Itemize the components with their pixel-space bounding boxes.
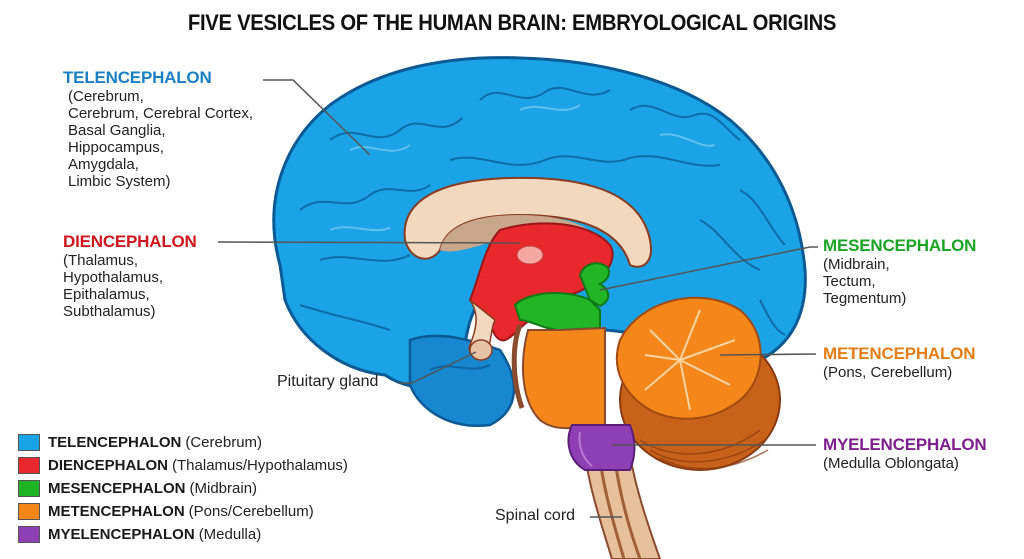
myelencephalon-region xyxy=(567,424,636,471)
label-pituitary-gland: Pituitary gland xyxy=(277,373,379,390)
legend-swatch-mesencephalon xyxy=(18,480,40,497)
legend-desc: (Thalamus/Hypothalamus) xyxy=(172,457,348,474)
legend-name: METENCEPHALON xyxy=(48,503,185,520)
legend-swatch-telencephalon xyxy=(18,434,40,451)
leader-metencephalon xyxy=(719,353,817,356)
spinal-cord xyxy=(583,454,662,559)
callout-mesencephalon: MESENCEPHALON (Midbrain, Tectum, Tegment… xyxy=(823,236,976,307)
legend-swatch-myelencephalon xyxy=(18,526,40,543)
legend-swatch-metencephalon xyxy=(18,503,40,520)
callout-diencephalon: DIENCEPHALON (Thalamus, Hypothalamus, Ep… xyxy=(63,232,197,320)
callout-diencephalon-name: DIENCEPHALON xyxy=(63,232,197,251)
callout-telencephalon-name: TELENCEPHALON xyxy=(63,68,212,87)
legend-item: TELENCEPHALON (Cerebrum) xyxy=(18,431,348,454)
callout-telencephalon-detail: (Cerebrum, Cerebrum, Cerebral Cortex, Ba… xyxy=(68,88,254,190)
legend-desc: (Medulla) xyxy=(198,526,262,543)
cerebellum-region xyxy=(615,296,781,471)
callout-myelencephalon: MYELENCEPHALON (Medulla Oblongata) xyxy=(823,435,987,472)
color-legend: TELENCEPHALON (Cerebrum) DIENCEPHALON (T… xyxy=(18,431,348,546)
legend-name: DIENCEPHALON xyxy=(48,457,169,474)
leader-lines xyxy=(217,79,818,518)
callout-myelencephalon-detail: (Medulla Oblongata) xyxy=(823,455,959,472)
legend-desc: (Cerebrum) xyxy=(185,434,263,451)
legend-name: MESENCEPHALON xyxy=(48,480,186,497)
callout-metencephalon: METENCEPHALON (Pons, Cerebellum) xyxy=(823,344,975,381)
legend-item: MYELENCEPHALON (Medulla) xyxy=(18,523,348,546)
diagram-title: FIVE VESICLES OF THE HUMAN BRAIN: EMBRYO… xyxy=(187,10,837,35)
leader-mesencephalon xyxy=(599,246,818,291)
legend-item: MESENCEPHALON (Midbrain) xyxy=(18,477,348,500)
callout-diencephalon-detail: (Thalamus, Hypothalamus, Epithalamus, Su… xyxy=(63,252,164,320)
callout-telencephalon: TELENCEPHALON (Cerebrum, Cerebrum, Cereb… xyxy=(63,68,253,190)
pituitary-gland xyxy=(468,299,496,361)
legend-name: MYELENCEPHALON xyxy=(48,526,195,543)
legend-desc: (Pons/Cerebellum) xyxy=(188,503,314,520)
legend-name: TELENCEPHALON xyxy=(48,434,182,451)
label-spinal-cord: Spinal cord xyxy=(495,507,576,524)
leader-diencephalon xyxy=(217,241,521,244)
callout-mesencephalon-name: MESENCEPHALON xyxy=(823,236,977,255)
callout-metencephalon-name: METENCEPHALON xyxy=(823,344,976,363)
callout-metencephalon-detail: (Pons, Cerebellum) xyxy=(823,364,953,381)
legend-swatch-diencephalon xyxy=(18,457,40,474)
pons-region xyxy=(511,324,606,430)
callout-myelencephalon-name: MYELENCEPHALON xyxy=(823,435,987,454)
legend-item: DIENCEPHALON (Thalamus/Hypothalamus) xyxy=(18,454,348,477)
legend-item: METENCEPHALON (Pons/Cerebellum) xyxy=(18,500,348,523)
callout-mesencephalon-detail: (Midbrain, Tectum, Tegmentum) xyxy=(823,256,907,307)
leader-telencephalon xyxy=(263,79,371,156)
leader-pituitary xyxy=(398,351,477,384)
legend-desc: (Midbrain) xyxy=(189,480,258,497)
mesencephalon-region xyxy=(513,262,610,332)
